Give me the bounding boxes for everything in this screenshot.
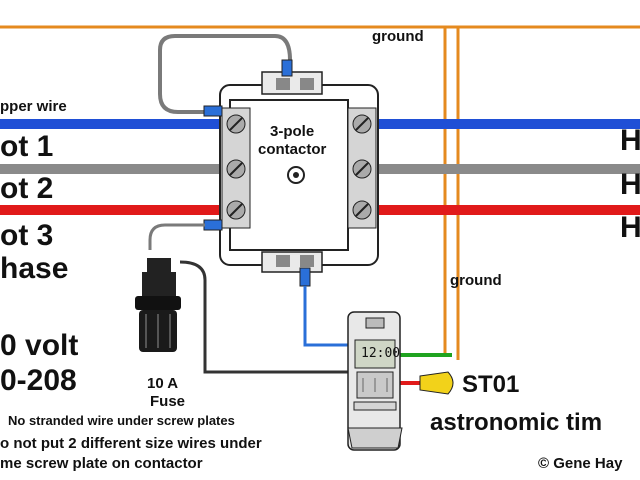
note-wire-size-line2: me screw plate on contactor bbox=[0, 455, 203, 472]
hot3-right-label: H bbox=[620, 211, 640, 244]
hot2-right-label: H bbox=[620, 168, 640, 201]
volt2-label: 0-208 bbox=[0, 364, 77, 397]
timer-model-label: ST01 bbox=[462, 371, 520, 398]
hot2-label: ot 2 bbox=[0, 172, 54, 205]
phase-label: hase bbox=[0, 252, 69, 285]
contactor-label-line1: 3-pole bbox=[270, 123, 315, 140]
timer-description-label: astronomic tim bbox=[430, 409, 603, 436]
contactor-label-line2: contactor bbox=[258, 141, 327, 158]
hot3-wire-right bbox=[378, 205, 640, 215]
ground-label-right: ground bbox=[450, 272, 502, 289]
coil-wire bbox=[303, 286, 350, 347]
note-stranded-wire: No stranded wire under screw plates bbox=[8, 413, 235, 428]
fuse-word-label: Fuse bbox=[150, 393, 186, 410]
fuse-wire bbox=[148, 223, 205, 250]
volt-label: 0 volt bbox=[0, 329, 79, 362]
ground-label-top: ground bbox=[372, 28, 424, 45]
copyright-label: © Gene Hay bbox=[538, 455, 623, 472]
hot2-wire-right bbox=[378, 164, 640, 174]
fuse-to-timer-wire bbox=[179, 260, 350, 374]
contactor bbox=[219, 71, 379, 273]
hot1-label: ot 1 bbox=[0, 130, 54, 163]
hot1-wire-left bbox=[0, 119, 222, 129]
copper-wire-label: pper wire bbox=[0, 98, 67, 115]
fuse-holder bbox=[135, 258, 181, 352]
hot2-wire-left bbox=[0, 164, 222, 174]
fuse-amp-label: 10 A bbox=[147, 375, 179, 392]
ground-wires bbox=[0, 25, 640, 360]
hot3-label: ot 3 bbox=[0, 219, 54, 252]
note-wire-size-line1: o not put 2 different size wires under bbox=[0, 435, 262, 452]
hot1-right-label: H bbox=[620, 124, 640, 157]
hot3-wire-left bbox=[0, 205, 222, 215]
timer-display-text: 12:00 bbox=[361, 346, 401, 361]
wire-nut bbox=[419, 371, 454, 395]
top-jumper-wire bbox=[158, 34, 292, 114]
timer-switch bbox=[347, 311, 403, 451]
hot1-wire-right bbox=[378, 119, 640, 129]
